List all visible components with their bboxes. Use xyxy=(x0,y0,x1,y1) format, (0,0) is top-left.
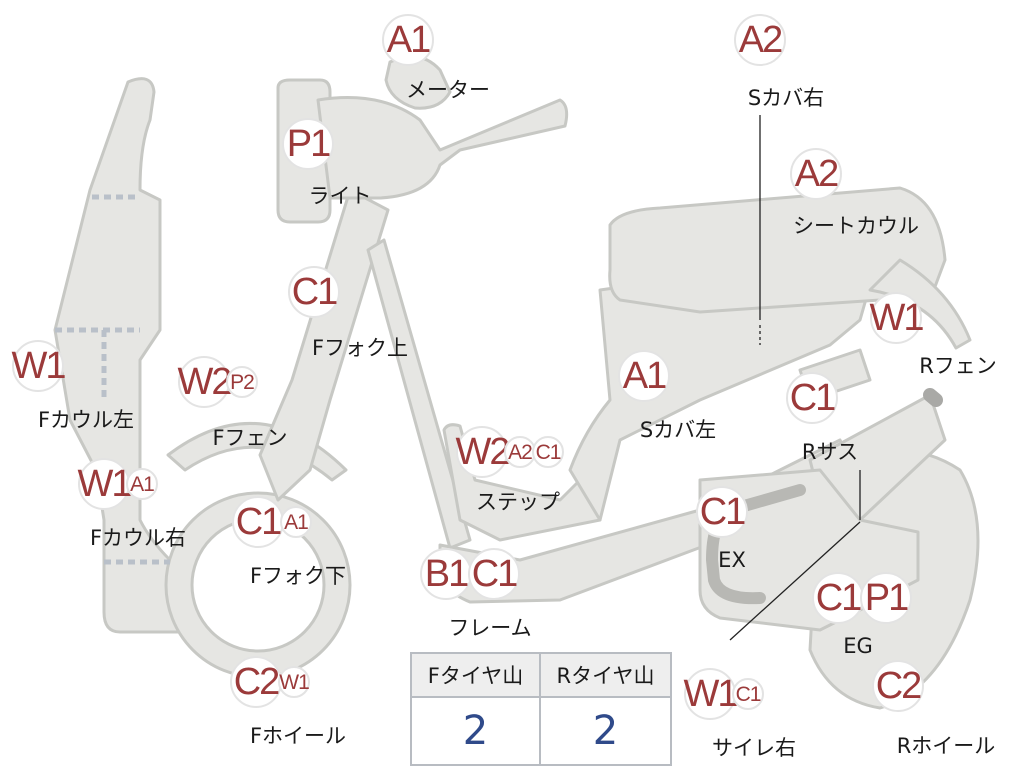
label-r-fender: Rフェン xyxy=(919,354,997,378)
front-fork-shape xyxy=(258,188,390,502)
marker-ex[interactable]: C1 xyxy=(696,486,748,538)
marker-step[interactable]: W2 A2 C1 xyxy=(456,426,564,478)
code-badge: W1 xyxy=(12,340,67,392)
code-badge: C1 xyxy=(232,496,284,548)
code-badge: W1 xyxy=(870,292,925,344)
marker-r-wheel[interactable]: C2 xyxy=(872,660,924,712)
label-f-fork-low: Fフォク下 xyxy=(249,564,347,588)
rear-tire-value: 2 xyxy=(592,708,619,754)
code-badge: W2 xyxy=(456,426,511,478)
label-s-cover-l: Sカバ左 xyxy=(639,418,717,442)
code-badge-small: A1 xyxy=(126,468,158,500)
code-badge: W1 xyxy=(78,458,133,510)
handlebar-shape xyxy=(316,96,569,200)
label-f-fork-up: Fフォク上 xyxy=(311,336,409,360)
code-badge: A2 xyxy=(734,14,786,66)
label-f-fender: Fフェン xyxy=(212,426,288,450)
marker-f-fender[interactable]: W2 P2 xyxy=(178,356,258,408)
label-f-cowl-r: Fカウル右 xyxy=(89,526,187,550)
marker-f-fork-up[interactable]: C1 xyxy=(288,266,340,318)
tire-tread-table: Fタイヤ山 Rタイヤ山 2 2 xyxy=(410,652,672,766)
code-badge: A1 xyxy=(382,14,434,66)
marker-s-cover-l[interactable]: A1 xyxy=(618,350,670,402)
table-header-rear-tire: Rタイヤ山 xyxy=(541,654,670,698)
label-seat-cowl: シートカウル xyxy=(793,214,919,238)
label-frame: フレーム xyxy=(448,616,532,640)
code-badge: A2 xyxy=(790,148,842,200)
marker-f-wheel[interactable]: C2 W1 xyxy=(230,656,310,708)
marker-r-fender[interactable]: W1 xyxy=(870,292,925,344)
marker-r-sus[interactable]: C1 xyxy=(786,372,838,424)
marker-seat-cowl[interactable]: A2 xyxy=(790,148,842,200)
code-badge: C2 xyxy=(230,656,282,708)
label-muffler-r: サイレ右 xyxy=(712,736,796,760)
code-badge: P1 xyxy=(860,572,912,624)
side-body-shape xyxy=(568,248,882,522)
frame-tube-shape xyxy=(366,238,472,550)
code-badge: W1 xyxy=(684,668,739,720)
marker-f-cowl-l[interactable]: W1 xyxy=(12,340,67,392)
label-s-cover-r: Sカバ右 xyxy=(747,86,825,110)
marker-f-cowl-r[interactable]: W1 A1 xyxy=(78,458,158,510)
code-badge: A1 xyxy=(618,350,670,402)
label-r-sus: Rサス xyxy=(801,440,859,464)
step-shape xyxy=(442,423,602,542)
code-badge: C1 xyxy=(812,572,864,624)
label-f-cowl-l: Fカウル左 xyxy=(37,408,135,432)
table-header-front-tire: Fタイヤ山 xyxy=(412,654,541,698)
label-meter: メーター xyxy=(406,78,490,102)
label-light: ライト xyxy=(308,184,372,208)
front-tire-value: 2 xyxy=(412,698,541,764)
code-badge-small: C1 xyxy=(532,436,564,468)
marker-muffler-r[interactable]: W1 C1 xyxy=(684,668,764,720)
label-step: ステップ xyxy=(476,490,560,514)
marker-eg[interactable]: C1 P1 xyxy=(812,572,912,624)
seat-cowl-shape xyxy=(608,186,947,314)
label-r-wheel: Rホイール xyxy=(896,734,996,758)
code-badge: B1 xyxy=(420,548,472,600)
code-badge: C1 xyxy=(468,548,520,600)
code-badge: P1 xyxy=(282,118,334,170)
code-badge-small: W1 xyxy=(278,666,310,698)
label-f-wheel: Fホイール xyxy=(249,724,347,748)
marker-s-cover-r[interactable]: A2 xyxy=(734,14,786,66)
marker-light[interactable]: P1 xyxy=(282,118,334,170)
marker-frame[interactable]: B1 C1 xyxy=(420,548,520,600)
marker-meter[interactable]: A1 xyxy=(382,14,434,66)
code-badge: C2 xyxy=(872,660,924,712)
code-badge-small: P2 xyxy=(226,366,258,398)
code-badge: C1 xyxy=(786,372,838,424)
label-ex: EX xyxy=(718,548,746,572)
leader-muffler-r xyxy=(729,521,861,641)
code-badge: C1 xyxy=(288,266,340,318)
label-eg: EG xyxy=(843,634,873,658)
code-badge: C1 xyxy=(696,486,748,538)
marker-f-fork-low[interactable]: C1 A1 xyxy=(232,496,312,548)
code-badge-small: A1 xyxy=(280,506,312,538)
code-badge: W2 xyxy=(178,356,233,408)
code-badge-small: C1 xyxy=(732,678,764,710)
